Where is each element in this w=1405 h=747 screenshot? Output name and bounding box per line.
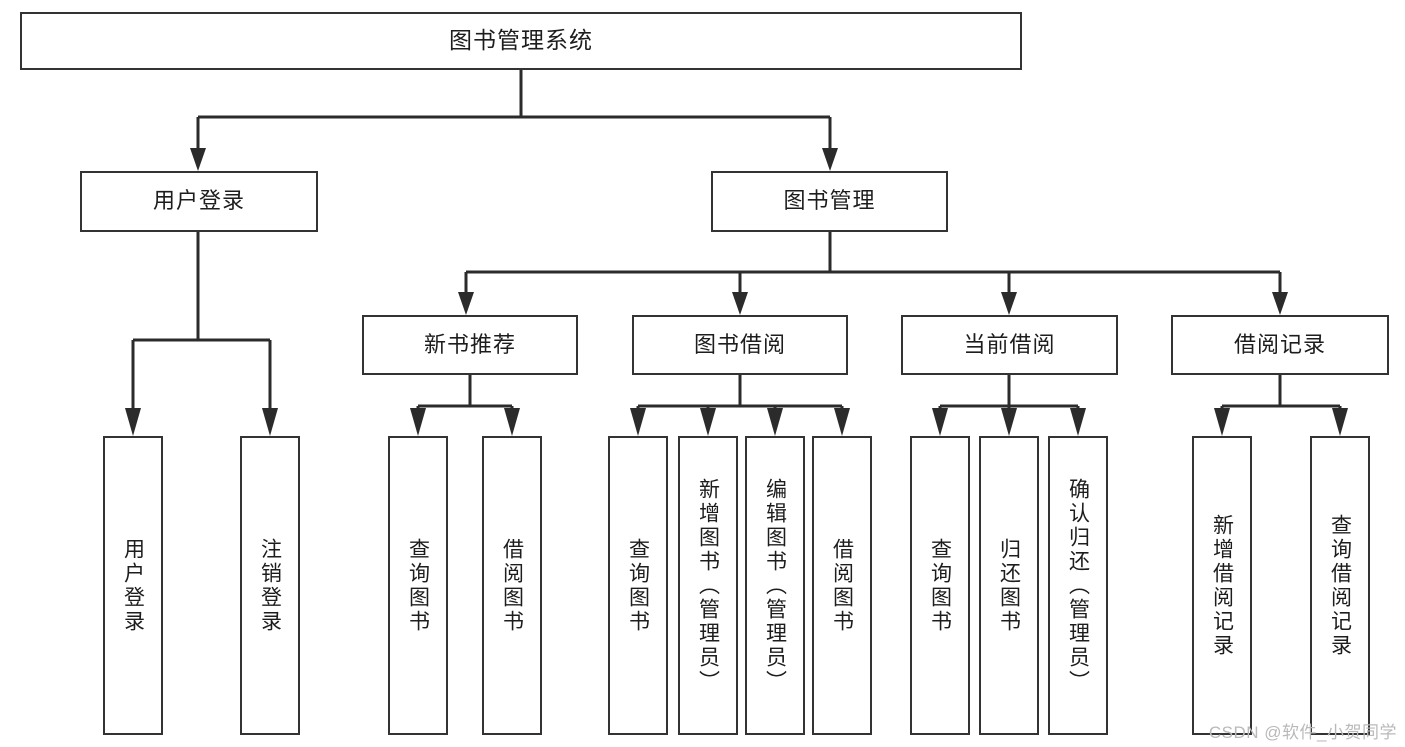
node-book-borrow[interactable]: 图书借阅 — [632, 315, 848, 375]
node-leaf-return-book[interactable]: 归还图书 — [979, 436, 1039, 735]
node-leaf-query-book-3[interactable]: 查询图书 — [910, 436, 970, 735]
leaf-label: 注销登录 — [258, 537, 282, 634]
leaf-label: 查询图书 — [626, 537, 650, 634]
leaf-label: 查询借阅记录 — [1328, 513, 1352, 658]
node-current-borrow[interactable]: 当前借阅 — [901, 315, 1118, 375]
node-borrow-record[interactable]: 借阅记录 — [1171, 315, 1389, 375]
leaf-label: 用户登录 — [121, 537, 145, 634]
node-user-login[interactable]: 用户登录 — [80, 171, 318, 232]
csdn-watermark: CSDN @软件_小贺同学 — [1208, 723, 1397, 742]
node-leaf-add-borrow-record[interactable]: 新增借阅记录 — [1192, 436, 1252, 735]
leaf-label: 查询图书 — [928, 537, 952, 634]
node-leaf-borrow-book-1[interactable]: 借阅图书 — [482, 436, 542, 735]
node-new-book-recommend[interactable]: 新书推荐 — [362, 315, 578, 375]
node-leaf-query-book-2[interactable]: 查询图书 — [608, 436, 668, 735]
leaf-label: 新增借阅记录 — [1210, 513, 1234, 658]
node-leaf-query-borrow-record[interactable]: 查询借阅记录 — [1310, 436, 1370, 735]
node-leaf-confirm-return-admin[interactable]: 确认归还（管理员） — [1048, 436, 1108, 735]
leaf-label: 编辑图书（管理员） — [763, 477, 787, 694]
node-root-system[interactable]: 图书管理系统 — [20, 12, 1022, 70]
leaf-label: 新增图书（管理员） — [696, 477, 720, 694]
node-book-manage[interactable]: 图书管理 — [711, 171, 948, 232]
node-leaf-user-login[interactable]: 用户登录 — [103, 436, 163, 735]
node-leaf-query-book-1[interactable]: 查询图书 — [388, 436, 448, 735]
leaf-label: 归还图书 — [997, 537, 1021, 634]
node-leaf-logout-login[interactable]: 注销登录 — [240, 436, 300, 735]
node-leaf-borrow-book-2[interactable]: 借阅图书 — [812, 436, 872, 735]
leaf-label: 确认归还（管理员） — [1066, 477, 1090, 694]
leaf-label: 查询图书 — [406, 537, 430, 634]
node-leaf-add-book-admin[interactable]: 新增图书（管理员） — [678, 436, 738, 735]
node-leaf-edit-book-admin[interactable]: 编辑图书（管理员） — [745, 436, 805, 735]
leaf-label: 借阅图书 — [500, 537, 524, 634]
leaf-label: 借阅图书 — [830, 537, 854, 634]
